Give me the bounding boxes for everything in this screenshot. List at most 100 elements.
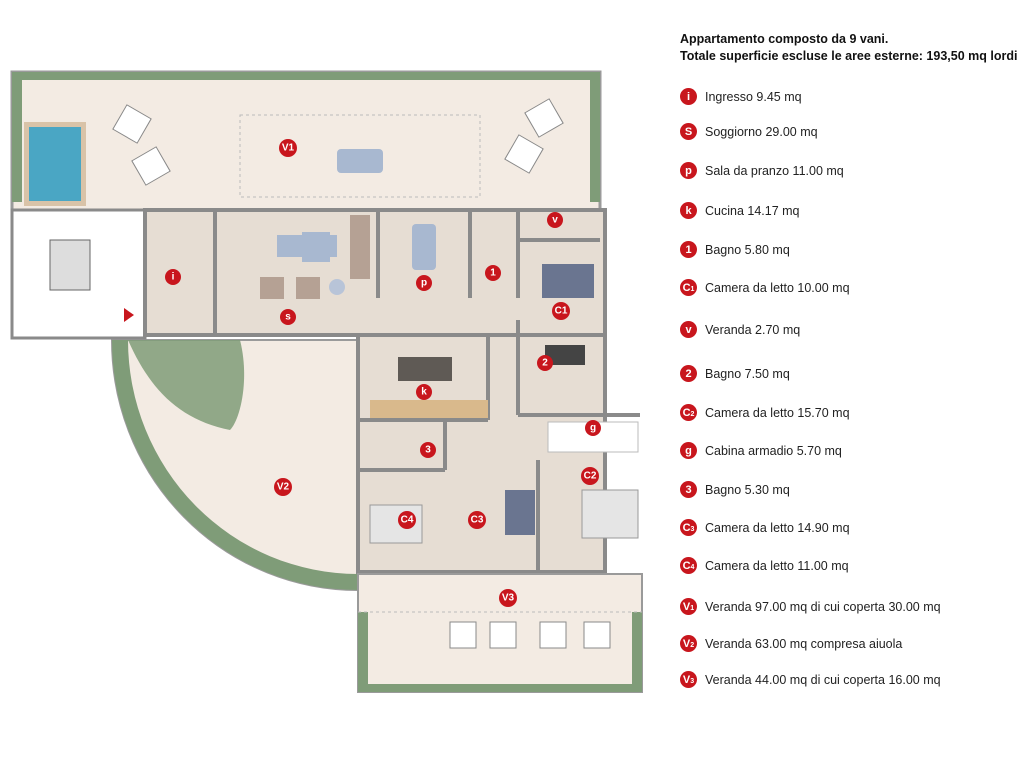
svg-text:C4: C4 bbox=[401, 515, 414, 526]
legend-label: Veranda 97.00 mq di cui coperta 30.00 mq bbox=[705, 599, 941, 614]
svg-text:p: p bbox=[421, 278, 427, 289]
badge-code: C bbox=[682, 406, 691, 419]
room-badge-icon: v bbox=[680, 321, 697, 338]
marker-v1: V1 bbox=[279, 139, 297, 157]
dining-table bbox=[337, 149, 383, 173]
legend-label: Bagno 5.80 mq bbox=[705, 242, 790, 257]
sunbeds bbox=[112, 98, 564, 186]
legend-label: Cabina armadio 5.70 mq bbox=[705, 443, 842, 458]
svg-text:k: k bbox=[421, 387, 427, 398]
legend-label: Soggiorno 29.00 mq bbox=[705, 124, 818, 139]
terrace-v1 bbox=[10, 70, 602, 212]
room-badge-icon: 2 bbox=[680, 365, 697, 382]
badge-code: 1 bbox=[685, 243, 692, 256]
legend-label: Ingresso 9.45 mq bbox=[705, 89, 802, 104]
room-badge-icon: 3 bbox=[680, 481, 697, 498]
room-badge-icon: S bbox=[680, 123, 697, 140]
covered-area bbox=[239, 114, 481, 198]
apartment-summary: Appartamento composto da 9 vani. Totale … bbox=[680, 31, 1017, 65]
badge-code: S bbox=[684, 125, 693, 138]
marker-c2: C2 bbox=[581, 467, 599, 485]
svg-text:2: 2 bbox=[542, 358, 548, 369]
room-badge-icon: 1 bbox=[680, 241, 697, 258]
marker-bagno-1: 1 bbox=[485, 265, 501, 281]
legend-label: Camera da letto 14.90 mq bbox=[705, 520, 850, 535]
planter-curve bbox=[112, 340, 358, 590]
planter bbox=[632, 612, 642, 692]
marker-p: p bbox=[416, 275, 432, 291]
legend-label: Camera da letto 11.00 mq bbox=[705, 558, 849, 573]
badge-code: i bbox=[686, 90, 691, 103]
badge-subscript: 1 bbox=[690, 286, 695, 293]
badge-code: 3 bbox=[685, 483, 692, 496]
badge-subscript: 2 bbox=[690, 642, 695, 649]
legend-item: g Cabina armadio 5.70 mq bbox=[680, 442, 842, 459]
room-badge-icon: k bbox=[680, 202, 697, 219]
marker-s: s bbox=[280, 309, 296, 325]
room-badge-icon: p bbox=[680, 162, 697, 179]
walls bbox=[143, 208, 640, 574]
legend-label: Cucina 14.17 mq bbox=[705, 203, 800, 218]
sunbeds bbox=[449, 621, 611, 649]
marker-c1: C1 bbox=[552, 302, 570, 320]
planter bbox=[12, 72, 600, 80]
badge-code: V bbox=[682, 637, 691, 650]
room-badge-icon: i bbox=[680, 88, 697, 105]
marker-k: k bbox=[416, 384, 432, 400]
svg-text:V2: V2 bbox=[277, 482, 290, 493]
legend-label: Bagno 7.50 mq bbox=[705, 366, 790, 381]
pool bbox=[29, 127, 81, 201]
marker-bagno-2: 2 bbox=[537, 355, 553, 371]
badge-subscript: 1 bbox=[690, 605, 695, 612]
entrance-arrow-icon bbox=[124, 308, 134, 322]
svg-text:C1: C1 bbox=[555, 306, 568, 317]
badge-code: C bbox=[682, 281, 691, 294]
badge-code: C bbox=[682, 559, 691, 572]
legend-item: 2 Bagno 7.50 mq bbox=[680, 365, 790, 382]
room-badge-icon: g bbox=[680, 442, 697, 459]
badge-subscript: 3 bbox=[690, 526, 695, 533]
svg-text:s: s bbox=[285, 312, 291, 323]
legend-label: Veranda 44.00 mq di cui coperta 16.00 mq bbox=[705, 672, 941, 687]
svg-text:C3: C3 bbox=[471, 515, 484, 526]
legend-item: i Ingresso 9.45 mq bbox=[680, 88, 802, 105]
badge-subscript: 3 bbox=[690, 678, 695, 685]
legend-label: Veranda 63.00 mq compresa aiuola bbox=[705, 636, 903, 651]
badge-code: V bbox=[682, 673, 691, 686]
marker-g: g bbox=[585, 420, 601, 436]
svg-text:V1: V1 bbox=[282, 143, 295, 154]
planter bbox=[12, 72, 22, 202]
badge-code: C bbox=[682, 521, 691, 534]
badge-code: k bbox=[685, 204, 692, 217]
room-markers: V1 i s p 1 v C1 2 k g 3 C2 V2 C4 C3 V3 bbox=[165, 139, 601, 607]
flowerbed bbox=[128, 340, 245, 430]
svg-text:g: g bbox=[590, 423, 596, 434]
legend-item: p Sala da pranzo 11.00 mq bbox=[680, 162, 844, 179]
legend-label: Sala da pranzo 11.00 mq bbox=[705, 163, 844, 178]
svg-text:C2: C2 bbox=[584, 471, 597, 482]
legend-label: Camera da letto 15.70 mq bbox=[705, 405, 850, 420]
elevator bbox=[49, 239, 91, 291]
planter bbox=[590, 72, 600, 202]
svg-text:V3: V3 bbox=[502, 593, 515, 604]
badge-code: V bbox=[682, 600, 691, 613]
marker-c4: C4 bbox=[398, 511, 416, 529]
legend-item: S Soggiorno 29.00 mq bbox=[680, 123, 818, 140]
summary-line-1: Appartamento composto da 9 vani. bbox=[680, 32, 889, 46]
furniture bbox=[260, 215, 639, 544]
marker-c3: C3 bbox=[468, 511, 486, 529]
marker-v3: V3 bbox=[499, 589, 517, 607]
